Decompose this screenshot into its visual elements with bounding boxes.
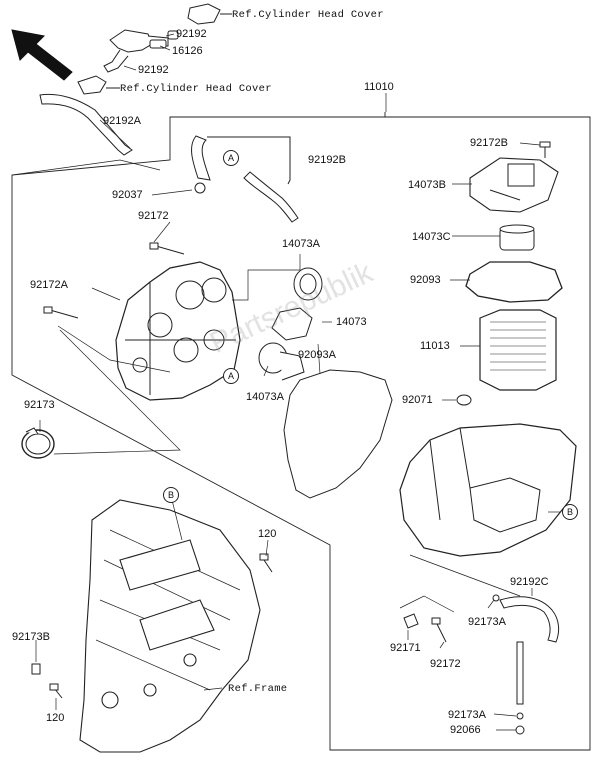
part-label-14073: 14073 <box>336 316 367 328</box>
clamp-92173B <box>31 663 41 675</box>
part-label-14073B: 14073B <box>408 179 446 191</box>
part-label-92066: 92066 <box>450 724 481 736</box>
part-label-14073C: 14073C <box>412 231 451 243</box>
part-label-92192-top: 92192 <box>176 28 207 40</box>
upper-cover-14073B <box>469 157 559 213</box>
bolt-120-upper <box>259 553 273 573</box>
part-label-92173: 92173 <box>24 399 55 411</box>
part-label-92172A: 92172A <box>30 279 68 291</box>
part-label-92093A: 92093A <box>298 349 336 361</box>
part-label-11010: 11010 <box>364 81 394 93</box>
grommet-92071 <box>456 394 472 406</box>
air-filter-element-11013 <box>479 309 557 391</box>
part-label-120-lower: 120 <box>46 712 65 724</box>
ref-frame-label: Ref.Frame <box>228 683 288 695</box>
bolt-92172-lower <box>431 617 447 643</box>
part-label-92171: 92171 <box>390 642 421 654</box>
ref-cylinder-head-cover-label-1: Ref.Cylinder Head Cover <box>232 9 384 21</box>
part-label-14073A: 14073A <box>282 238 320 250</box>
bolt-92172A <box>43 306 79 319</box>
frame-reference <box>79 499 261 753</box>
clamp-92173 <box>21 427 55 459</box>
part-label-92071: 92071 <box>402 394 433 406</box>
bolt-92172 <box>149 242 185 255</box>
part-label-92192B: 92192B <box>308 154 346 166</box>
air-cleaner-lower-case <box>115 261 241 401</box>
clip-92171 <box>403 613 419 629</box>
front-direction-arrow <box>11 29 73 81</box>
air-cleaner-upper-housing <box>399 423 577 557</box>
part-label-92192A: 92192A <box>103 115 141 127</box>
breather-hose-assembly <box>39 3 232 156</box>
part-label-92173B: 92173B <box>12 631 50 643</box>
part-label-92192-mid: 92192 <box>138 64 169 76</box>
marker-b-left: B <box>163 487 179 503</box>
part-label-92172-lower: 92172 <box>430 658 461 670</box>
marker-a-bottom: A <box>223 368 239 384</box>
gasket-92093A <box>283 369 393 499</box>
part-label-92173A-2: 92173A <box>448 709 486 721</box>
ref-cylinder-head-cover-label-2: Ref.Cylinder Head Cover <box>120 83 272 95</box>
part-label-11013: 11013 <box>420 340 450 352</box>
marker-b-right: B <box>562 504 578 520</box>
part-label-14073A-2: 14073A <box>246 391 284 403</box>
part-label-92093: 92093 <box>410 274 441 286</box>
part-label-92173A: 92173A <box>468 616 506 628</box>
bolt-120-lower <box>49 683 63 699</box>
part-label-92172B: 92172B <box>470 137 508 149</box>
intake-ducts <box>258 267 323 381</box>
seal-92093 <box>465 261 563 303</box>
part-label-92172: 92172 <box>138 210 169 222</box>
hose-92192B <box>191 135 299 223</box>
hose-92192C <box>492 594 560 735</box>
part-label-92192C: 92192C <box>510 576 549 588</box>
part-label-92037: 92037 <box>112 189 143 201</box>
ring-14073C <box>499 224 535 251</box>
part-label-120-upper: 120 <box>258 528 277 540</box>
marker-a-top: A <box>223 150 239 166</box>
part-label-16126: 16126 <box>172 45 203 57</box>
assembly-outline <box>11 112 591 751</box>
